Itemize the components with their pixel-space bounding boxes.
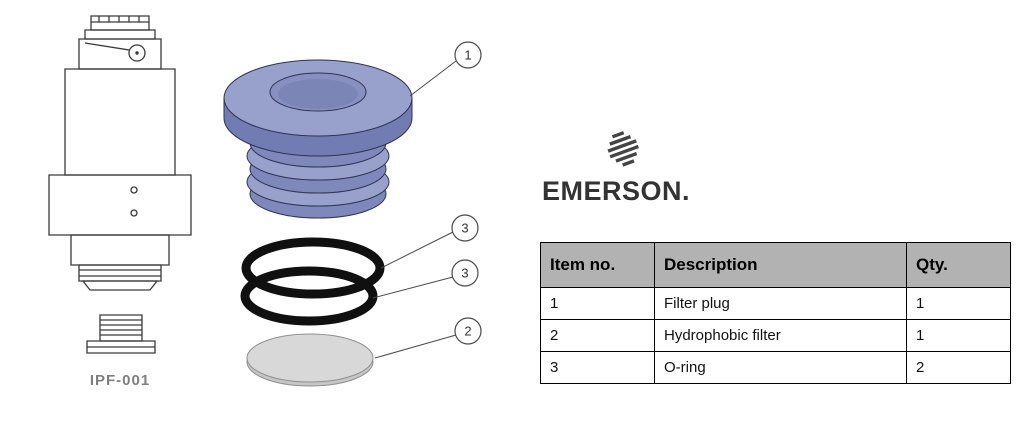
- logo-stripes: [607, 131, 639, 167]
- callout-label-2: 2: [464, 324, 471, 339]
- plug-bore: [278, 79, 358, 109]
- flange-hole-top: [131, 187, 137, 193]
- cap-outline: [91, 16, 149, 30]
- cell-description: Hydrophobic filter: [654, 319, 907, 352]
- cell-description: Filter plug: [654, 287, 907, 320]
- leader-line-2: [375, 335, 456, 358]
- lower-body-outline: [71, 235, 169, 265]
- exploded-view: 1 3 3 2: [213, 36, 513, 408]
- leader-line-3b: [373, 277, 453, 298]
- thread-section: [79, 265, 161, 281]
- body-outline: [65, 69, 175, 175]
- o-ring-top-graphic: [246, 242, 380, 294]
- cell-qty: 2: [906, 351, 1011, 384]
- table-row: 2 Hydrophobic filter 1: [540, 319, 1011, 352]
- callout-balloons: 1 3 3 2: [452, 42, 481, 344]
- table-row: 1 Filter plug 1: [540, 287, 1011, 320]
- callout-label-3b: 3: [461, 266, 468, 281]
- base-tip: [83, 281, 157, 290]
- emerson-wordmark: EMERSON.: [542, 176, 691, 206]
- collar-outline: [85, 30, 155, 39]
- filter-plug-graphic: [224, 60, 412, 218]
- cell-qty: 1: [906, 319, 1011, 352]
- hydrophobic-filter-graphic: [247, 334, 373, 386]
- plug-profile: [87, 315, 155, 353]
- callout-balloon-1: [455, 42, 481, 68]
- callout-balloon-2: [455, 318, 481, 344]
- callout-balloon-3a: [452, 215, 478, 241]
- callout-balloon-3b: [452, 260, 478, 286]
- col-header-item-no: Item no.: [540, 242, 655, 288]
- cell-item-no: 3: [540, 351, 655, 384]
- o-rings-graphic: [245, 242, 380, 321]
- leader-lines: [373, 61, 456, 358]
- device-front-view: [49, 16, 191, 290]
- vent-hole: [129, 45, 145, 61]
- part-number-label: IPF-001: [89, 372, 151, 389]
- plug-ribbed-top: [100, 315, 142, 341]
- front-view-drawing: [44, 12, 194, 302]
- cell-item-no: 2: [540, 319, 655, 352]
- col-header-description: Description: [654, 242, 907, 288]
- flange-hole-bottom: [131, 210, 137, 216]
- o-ring-bottom-graphic: [245, 271, 373, 321]
- leader-line-1: [410, 61, 456, 96]
- callout-label-3a: 3: [461, 221, 468, 236]
- parts-table: Item no. Description Qty. 1 Filter plug …: [540, 242, 1011, 384]
- flange-outline: [49, 175, 191, 235]
- leader-line-3a: [381, 232, 453, 268]
- table-header-row: Item no. Description Qty.: [540, 242, 1011, 288]
- table-row: 3 O-ring 2: [540, 351, 1011, 384]
- filter-disc-top: [247, 334, 373, 382]
- cell-description: O-ring: [654, 351, 907, 384]
- callout-label-1: 1: [464, 48, 471, 63]
- emerson-logo-icon: [607, 131, 639, 167]
- cell-item-no: 1: [540, 287, 655, 320]
- plug-side-drawing: [86, 312, 156, 362]
- cell-qty: 1: [906, 287, 1011, 320]
- col-header-qty: Qty.: [906, 242, 1011, 288]
